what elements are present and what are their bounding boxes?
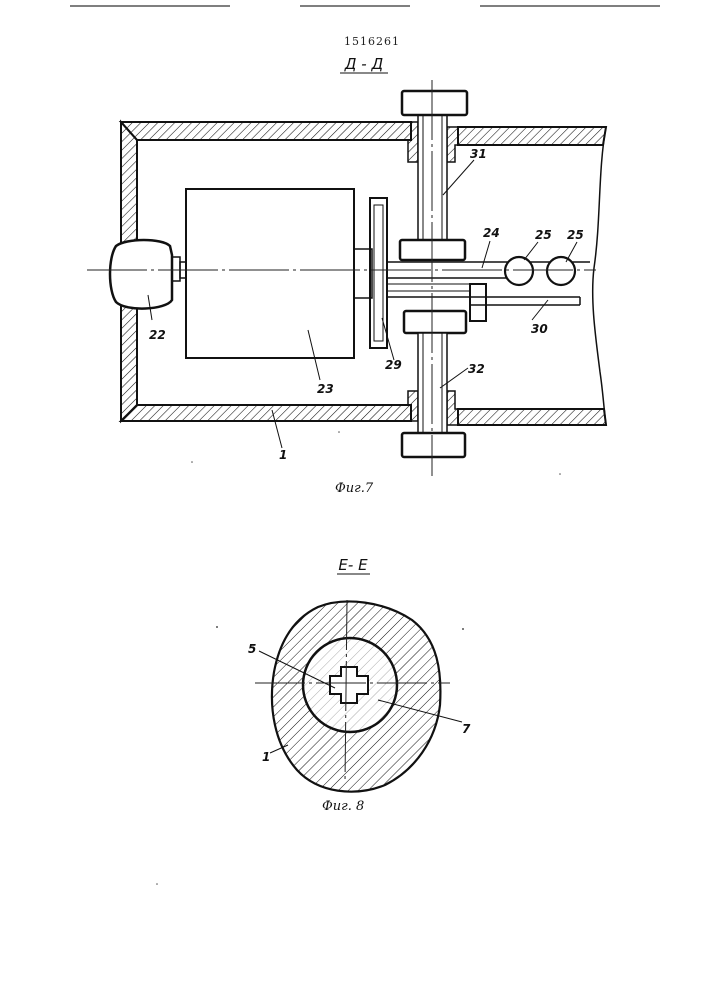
callout-1: 1: [279, 448, 287, 462]
callout-23: 23: [317, 382, 334, 396]
fig7-section-title: Д - Д: [344, 55, 384, 73]
bearing-22: [110, 240, 186, 309]
callout-24: 24: [483, 226, 500, 240]
fig7-caption: Фиг.7: [335, 481, 374, 496]
callout-31: 31: [470, 147, 487, 161]
document-number: 1516261: [344, 35, 400, 48]
motor-block-23: [186, 189, 354, 358]
callout-25-left: 25: [535, 228, 552, 242]
vertical-shaft-31: [400, 91, 467, 260]
fig8-callout-5: 5: [248, 642, 256, 656]
callout-29: 29: [385, 358, 402, 372]
callout-32: 32: [468, 362, 485, 376]
callout-22: 22: [149, 328, 166, 342]
callout-25-right: 25: [567, 228, 584, 242]
callout-30: 30: [531, 322, 548, 336]
fig8-callout-7: 7: [462, 722, 471, 736]
figure-8: Е- Е 5 7 1 Фиг. 8: [248, 556, 471, 814]
fig8-callout-1: 1: [262, 750, 270, 764]
fig8-caption: Фиг. 8: [322, 799, 364, 814]
roller-25-right: [547, 257, 575, 285]
fig8-section-title: Е- Е: [338, 556, 368, 574]
figure-7: Д - Д: [87, 55, 606, 496]
vertical-shaft-32: [402, 311, 466, 457]
roller-25-left: [505, 257, 533, 285]
